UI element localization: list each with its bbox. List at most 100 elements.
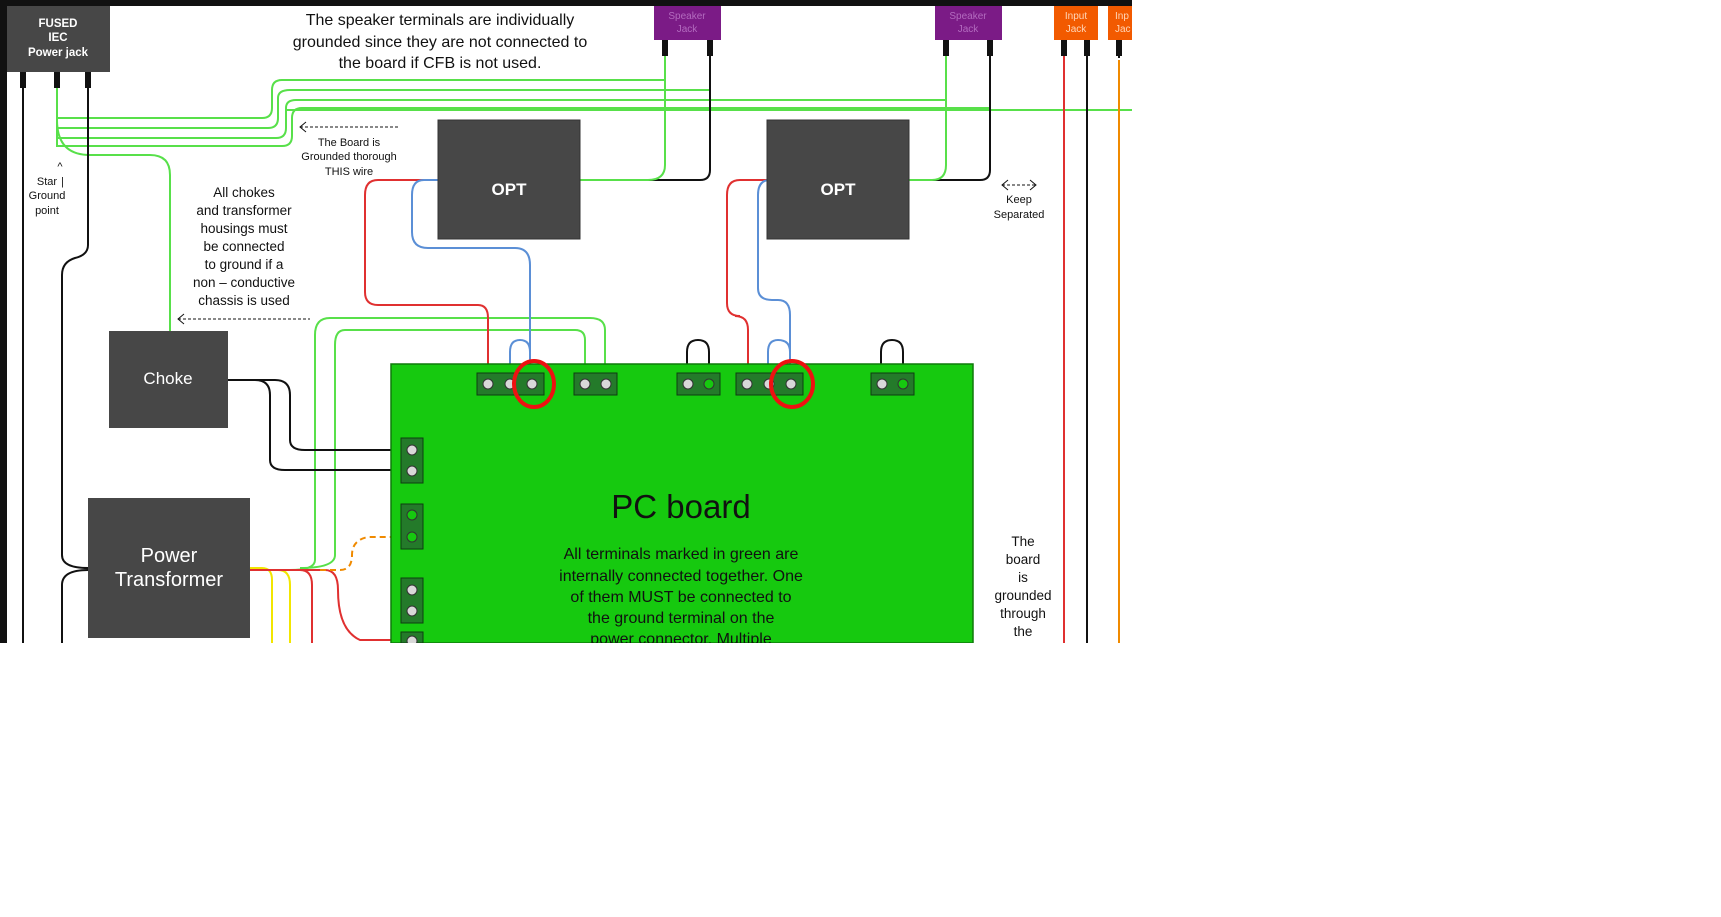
chokes-note-line-4: be connected: [203, 239, 284, 254]
speaker-terminal-note: The speaker terminals are individually g…: [293, 12, 588, 72]
speaker-jack-2-label-2: Jack: [958, 24, 980, 35]
star-ground-line-3: point: [35, 205, 59, 217]
terminal-strip-3: [676, 372, 721, 396]
terminal-strip-left-3: [400, 577, 424, 624]
input-jack-1: Input Jack: [1054, 6, 1098, 56]
board-grounded-line-3: THIS wire: [325, 166, 373, 178]
grounded-through-line-1: The: [1011, 534, 1034, 549]
terminal-strip-2: [573, 372, 618, 396]
pc-board-title: PC board: [611, 488, 750, 525]
opt1-red: [364, 179, 489, 383]
wires: [22, 50, 1132, 643]
choke-wire-1: [228, 379, 412, 471]
choke-label: Choke: [143, 369, 192, 388]
chokes-note-line-7: chassis is used: [198, 293, 290, 308]
opt2-secondary-2: [908, 56, 947, 181]
opt2-red: [726, 179, 768, 383]
keep-separated-line-2: Separated: [994, 209, 1045, 221]
power-transformer: Power Transformer: [88, 498, 250, 638]
mains-neutral-b: [61, 569, 89, 643]
opt1-blue-jumper: [509, 338, 531, 383]
board-grounded-wire-note: The Board is Grounded thorough THIS wire: [299, 121, 398, 178]
star-ground-note: ^ Star | Ground point: [29, 161, 66, 217]
pc-board: PC board All terminals marked in green a…: [390, 363, 974, 648]
keep-separated-line-1: Keep: [1006, 194, 1032, 206]
choke: Choke: [109, 331, 228, 428]
mains-neutral: [61, 72, 89, 569]
terminal-strip-left-1: [400, 437, 424, 484]
caret-up-icon: ^: [57, 161, 63, 173]
pt-red-1: [250, 569, 313, 643]
opt1-secondary-2: [580, 56, 666, 181]
board-note-line-4: the ground terminal on the: [588, 610, 775, 627]
terminal-strip-5: [870, 372, 915, 396]
speaker-jack-2: Speaker Jack: [935, 6, 1002, 56]
ground-wire-speaker-2b: [56, 56, 991, 147]
iec-label-2: IEC: [48, 32, 67, 44]
ground-wire-choke: [56, 119, 171, 332]
pt-orange-dashed: [320, 536, 412, 571]
grounded-through-line-2: board: [1006, 552, 1041, 567]
grounded-through-line-5: through: [1000, 606, 1046, 621]
speaker-jack-1-label-2: Jack: [677, 24, 699, 35]
opt2-blue-jumper: [767, 338, 791, 383]
star-ground-line-1: Star: [37, 176, 58, 188]
speaker-note-line-2: grounded since they are not connected to: [293, 34, 588, 51]
chokes-note-line-2: and transformer: [196, 203, 292, 218]
speaker-jack-1: Speaker Jack: [654, 6, 721, 56]
opt2-blue: [757, 179, 791, 383]
input-jack-1-label-1: Input: [1065, 11, 1087, 22]
input-jack-2-label-2: Jac: [1115, 24, 1131, 35]
opt-1-label: OPT: [492, 180, 528, 199]
pt-red-2: [250, 569, 395, 641]
ground-wire-speaker-1b: [56, 56, 711, 129]
opt1-blue: [411, 179, 531, 383]
iec-power-jack: FUSED IEC Power jack: [7, 6, 110, 88]
chokes-note-line-5: to ground if a: [205, 257, 284, 272]
chokes-note-line-3: housings must: [200, 221, 287, 236]
ground-wire-speaker-2: [56, 56, 947, 139]
grounded-through-line-6: the: [1014, 624, 1033, 639]
chokes-housings-note: All chokes and transformer housings must…: [177, 185, 310, 325]
input-jack-2: Inp Jac: [1108, 6, 1132, 56]
speaker-jack-2-label-1: Speaker: [949, 11, 987, 22]
terminal-strip-left-2: [400, 503, 424, 550]
pt-yellow-1: [250, 567, 273, 643]
highlight-circle-1: [512, 359, 556, 409]
image-crop-mask: [0, 643, 1721, 917]
top-border: [0, 0, 1132, 6]
power-transformer-label-2: Transformer: [115, 569, 224, 591]
ground-wire-speaker-1a: [56, 56, 666, 119]
board-grounded-line-2: Grounded thorough: [301, 151, 396, 163]
choke-wire-2: [228, 379, 412, 451]
speaker-jack-1-label-1: Speaker: [668, 11, 706, 22]
iec-label-3: Power jack: [28, 47, 89, 59]
opt-2-label: OPT: [821, 180, 857, 199]
left-border: [0, 0, 7, 643]
board-note-line-3: of them MUST be connected to: [570, 589, 791, 606]
opt2-secondary-1: [908, 56, 991, 181]
iec-label-1: FUSED: [39, 18, 78, 30]
chokes-note-line-1: All chokes: [213, 185, 275, 200]
grounded-through-line-3: is: [1018, 570, 1028, 585]
svg-text:|: |: [61, 176, 64, 188]
speaker-note-line-1: The speaker terminals are individually: [306, 12, 575, 29]
ground-wire-board-loop-1: [299, 329, 586, 569]
keep-separated-note: Keep Separated: [994, 179, 1045, 221]
speaker-note-line-3: the board if CFB is not used.: [339, 55, 542, 72]
terminal-strip-1: [476, 372, 545, 396]
jumper-3: [686, 338, 710, 383]
board-note-line-1: All terminals marked in green are: [564, 546, 799, 563]
opt-1: OPT: [437, 119, 581, 240]
power-transformer-label-1: Power: [141, 545, 198, 567]
highlight-circle-2: [769, 359, 815, 409]
jumper-5: [880, 338, 904, 383]
input-jack-2-label-1: Inp: [1115, 11, 1129, 22]
board-grounded-through-note: The board is grounded through the: [994, 534, 1051, 639]
chokes-note-line-6: non – conductive: [193, 275, 295, 290]
star-ground-line-2: Ground: [29, 190, 66, 202]
board-grounded-line-1: The Board is: [318, 137, 381, 149]
ground-wire-board-loop-2: [289, 317, 606, 571]
right-crop-mask: [1132, 0, 1721, 643]
